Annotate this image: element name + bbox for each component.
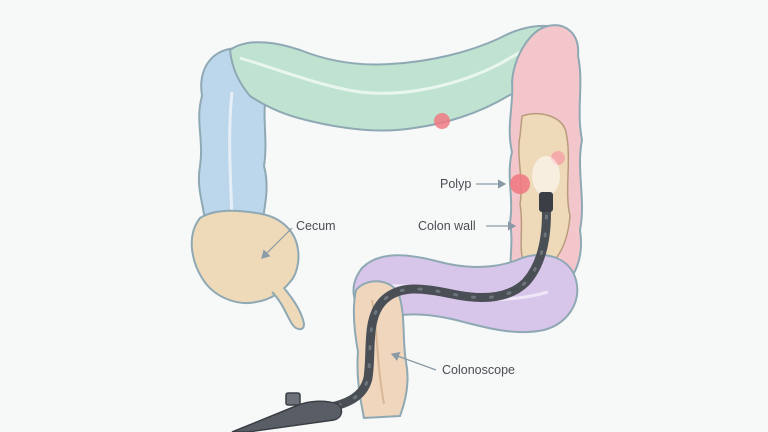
scope-handle xyxy=(231,400,343,432)
colonoscope xyxy=(231,192,553,432)
polyp-main xyxy=(510,174,530,194)
scope-light xyxy=(532,156,560,196)
scope-control-knob xyxy=(285,392,301,406)
colonoscope-label: Colonoscope xyxy=(442,363,515,377)
labels: Polyp Colon wall Cecum Colonoscope xyxy=(296,177,515,377)
scope-tip xyxy=(539,192,553,212)
cecum-leader xyxy=(261,227,293,259)
cecum xyxy=(190,209,306,331)
polyp-transverse xyxy=(434,113,450,129)
colon-wall-label: Colon wall xyxy=(418,219,476,233)
leader-lines xyxy=(261,179,517,371)
colonoscope-leader xyxy=(390,351,437,371)
cecum-label: Cecum xyxy=(296,219,336,233)
polyp-label: Polyp xyxy=(440,177,471,191)
